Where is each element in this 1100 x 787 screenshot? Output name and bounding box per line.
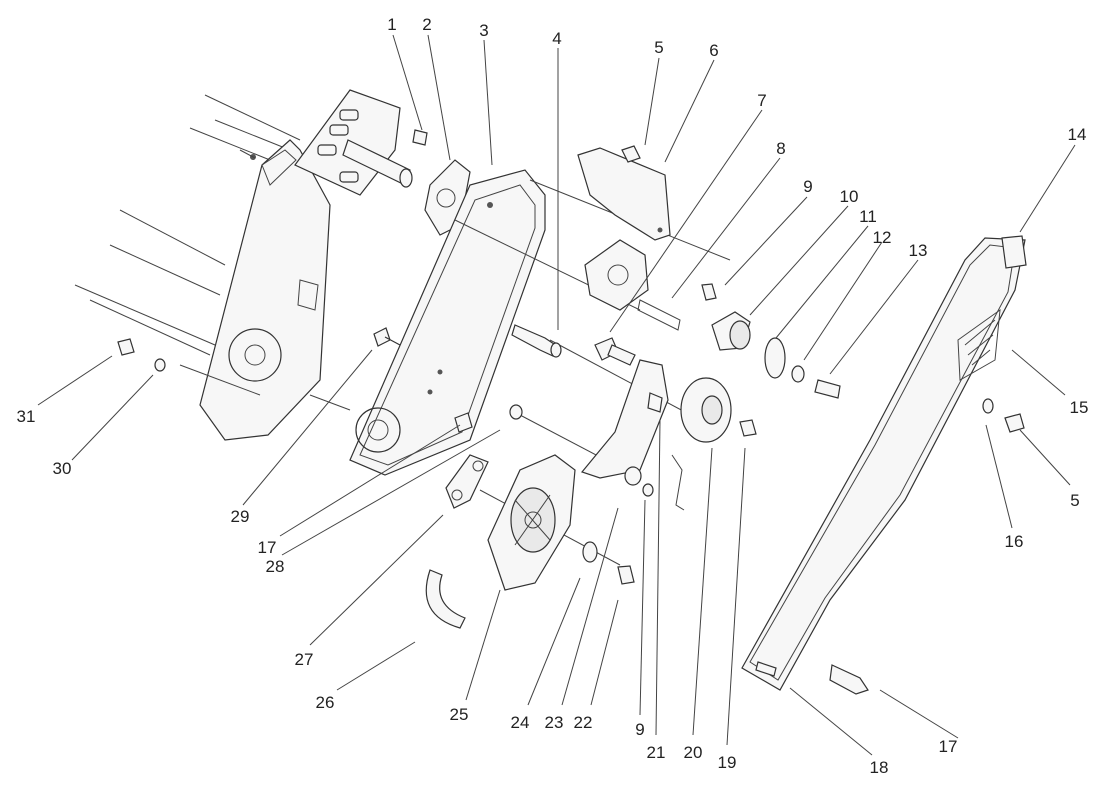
small-hardware-parts-9-23 — [509, 404, 685, 511]
callout-5-right: 5 — [1070, 491, 1079, 510]
nut-washer-parts-30-31 — [117, 338, 166, 372]
spring-fitting-part-4 — [511, 324, 562, 358]
idler-arm-part-21 — [580, 359, 669, 479]
mount-bracket-part-7 — [584, 239, 681, 331]
callout-27: 27 — [295, 650, 314, 669]
callout-7: 7 — [757, 91, 766, 110]
idler-pulley-part-20 — [680, 377, 757, 443]
callout-3: 3 — [479, 21, 488, 40]
chain-cover-part-15 — [741, 235, 1027, 695]
curved-guard-part-26 — [425, 569, 466, 629]
callout-8: 8 — [776, 139, 785, 158]
chain-case-plate-part-3 — [349, 169, 641, 476]
callout-6: 6 — [709, 41, 718, 60]
drive-sprocket-part-25 — [487, 454, 635, 591]
callout-21: 21 — [647, 743, 666, 762]
callout-11: 11 — [859, 207, 877, 226]
callout-24: 24 — [511, 713, 530, 732]
callout-9-upper: 9 — [803, 177, 812, 196]
callout-19: 19 — [718, 753, 737, 772]
callout-30: 30 — [53, 459, 72, 478]
callout-29: 29 — [231, 507, 250, 526]
callout-labels: 1 2 3 4 5 6 7 8 9 10 11 12 13 14 15 5 16… — [17, 15, 1089, 777]
callout-5-top: 5 — [654, 38, 663, 57]
chain-link-part-27 — [445, 412, 489, 509]
nut-part-9-upper — [701, 283, 717, 301]
frame-housing — [74, 94, 331, 441]
callout-2: 2 — [422, 15, 431, 34]
callout-25: 25 — [450, 705, 469, 724]
callout-26: 26 — [316, 693, 335, 712]
callout-13: 13 — [909, 241, 928, 260]
mounting-bracket — [294, 89, 428, 196]
callout-18: 18 — [870, 758, 889, 777]
callout-12: 12 — [873, 228, 892, 247]
leader-lines — [37, 34, 1076, 756]
callout-23: 23 — [545, 713, 564, 732]
callout-22: 22 — [574, 713, 593, 732]
callout-17-right: 17 — [939, 737, 958, 756]
callout-14: 14 — [1068, 125, 1087, 144]
callout-15: 15 — [1070, 398, 1089, 417]
callout-9-lower: 9 — [635, 720, 644, 739]
callout-17-left: 17 — [258, 538, 277, 557]
callout-16: 16 — [1005, 532, 1024, 551]
upper-bracket-part-6 — [577, 145, 671, 241]
callout-31: 31 — [17, 407, 36, 426]
callout-4: 4 — [552, 29, 561, 48]
bolt-part-8 — [594, 337, 636, 366]
callout-28: 28 — [266, 557, 285, 576]
bolt-part-29 — [373, 327, 401, 347]
callout-10: 10 — [840, 187, 859, 206]
bushing-stack-parts-10-13 — [711, 311, 841, 399]
callout-1: 1 — [387, 15, 396, 34]
callout-20: 20 — [684, 743, 703, 762]
